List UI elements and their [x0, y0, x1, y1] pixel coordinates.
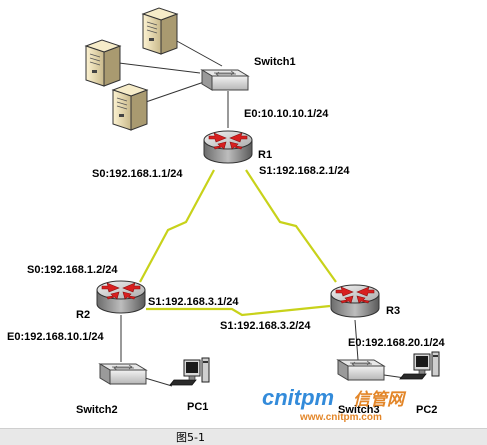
link-server3-switch1 — [139, 81, 205, 105]
switch3-label: Switch3 — [338, 404, 380, 416]
pc1-icon — [169, 357, 210, 386]
server-icon — [112, 83, 148, 131]
switch1-icon — [201, 69, 249, 91]
pc2-icon — [399, 351, 440, 380]
router-r2-icon — [96, 280, 146, 314]
ethernet-links — [110, 34, 406, 387]
server-icon — [142, 7, 178, 55]
r2-s0-label: S0:192.168.1.2/24 — [27, 264, 118, 276]
router-r3-icon — [330, 284, 380, 318]
link-switch2-pc1 — [144, 377, 173, 387]
link-r3-switch3 — [354, 319, 359, 361]
router-r1-icon — [203, 130, 253, 164]
r2-label: R2 — [76, 309, 90, 321]
serial-link-r1-r3 — [245, 169, 337, 283]
watermark-url: www.cnitpm.com — [299, 412, 382, 423]
r1-s1-label: S1:192.168.2.1/24 — [259, 165, 350, 177]
watermark-brand: cnitpm — [262, 385, 334, 410]
watermark: cnitpm 信管网 www.cnitpm.com — [262, 385, 407, 423]
pc2-label: PC2 — [416, 404, 437, 416]
switch3-icon — [337, 359, 385, 381]
r1-e0-label: E0:10.10.10.1/24 — [244, 108, 329, 120]
serial-link-r1-r2 — [139, 169, 215, 283]
r1-label: R1 — [258, 149, 272, 161]
pc1-label: PC1 — [187, 401, 208, 413]
serial-links — [139, 169, 337, 317]
switch2-label: Switch2 — [76, 404, 118, 416]
r3-label: R3 — [386, 305, 400, 317]
serial-link-r2-r3 — [146, 304, 331, 317]
server-icon — [85, 39, 121, 87]
r3-s1-label: S1:192.168.3.2/24 — [220, 320, 311, 332]
watermark-brand-cn: 信管网 — [353, 390, 407, 409]
link-server2-switch1 — [110, 61, 201, 74]
caption-bar — [0, 428, 487, 445]
r3-e0-label: E0:192.168.20.1/24 — [348, 337, 446, 349]
switch1-label: Switch1 — [254, 56, 296, 68]
r2-e0-label: E0:192.168.10.1/24 — [7, 331, 105, 343]
r2-s1-label: S1:192.168.3.1/24 — [148, 296, 239, 308]
switch2-icon — [99, 363, 147, 385]
figure-caption: 图5-1 — [176, 431, 205, 444]
r1-s0-label: S0:192.168.1.1/24 — [92, 168, 183, 180]
